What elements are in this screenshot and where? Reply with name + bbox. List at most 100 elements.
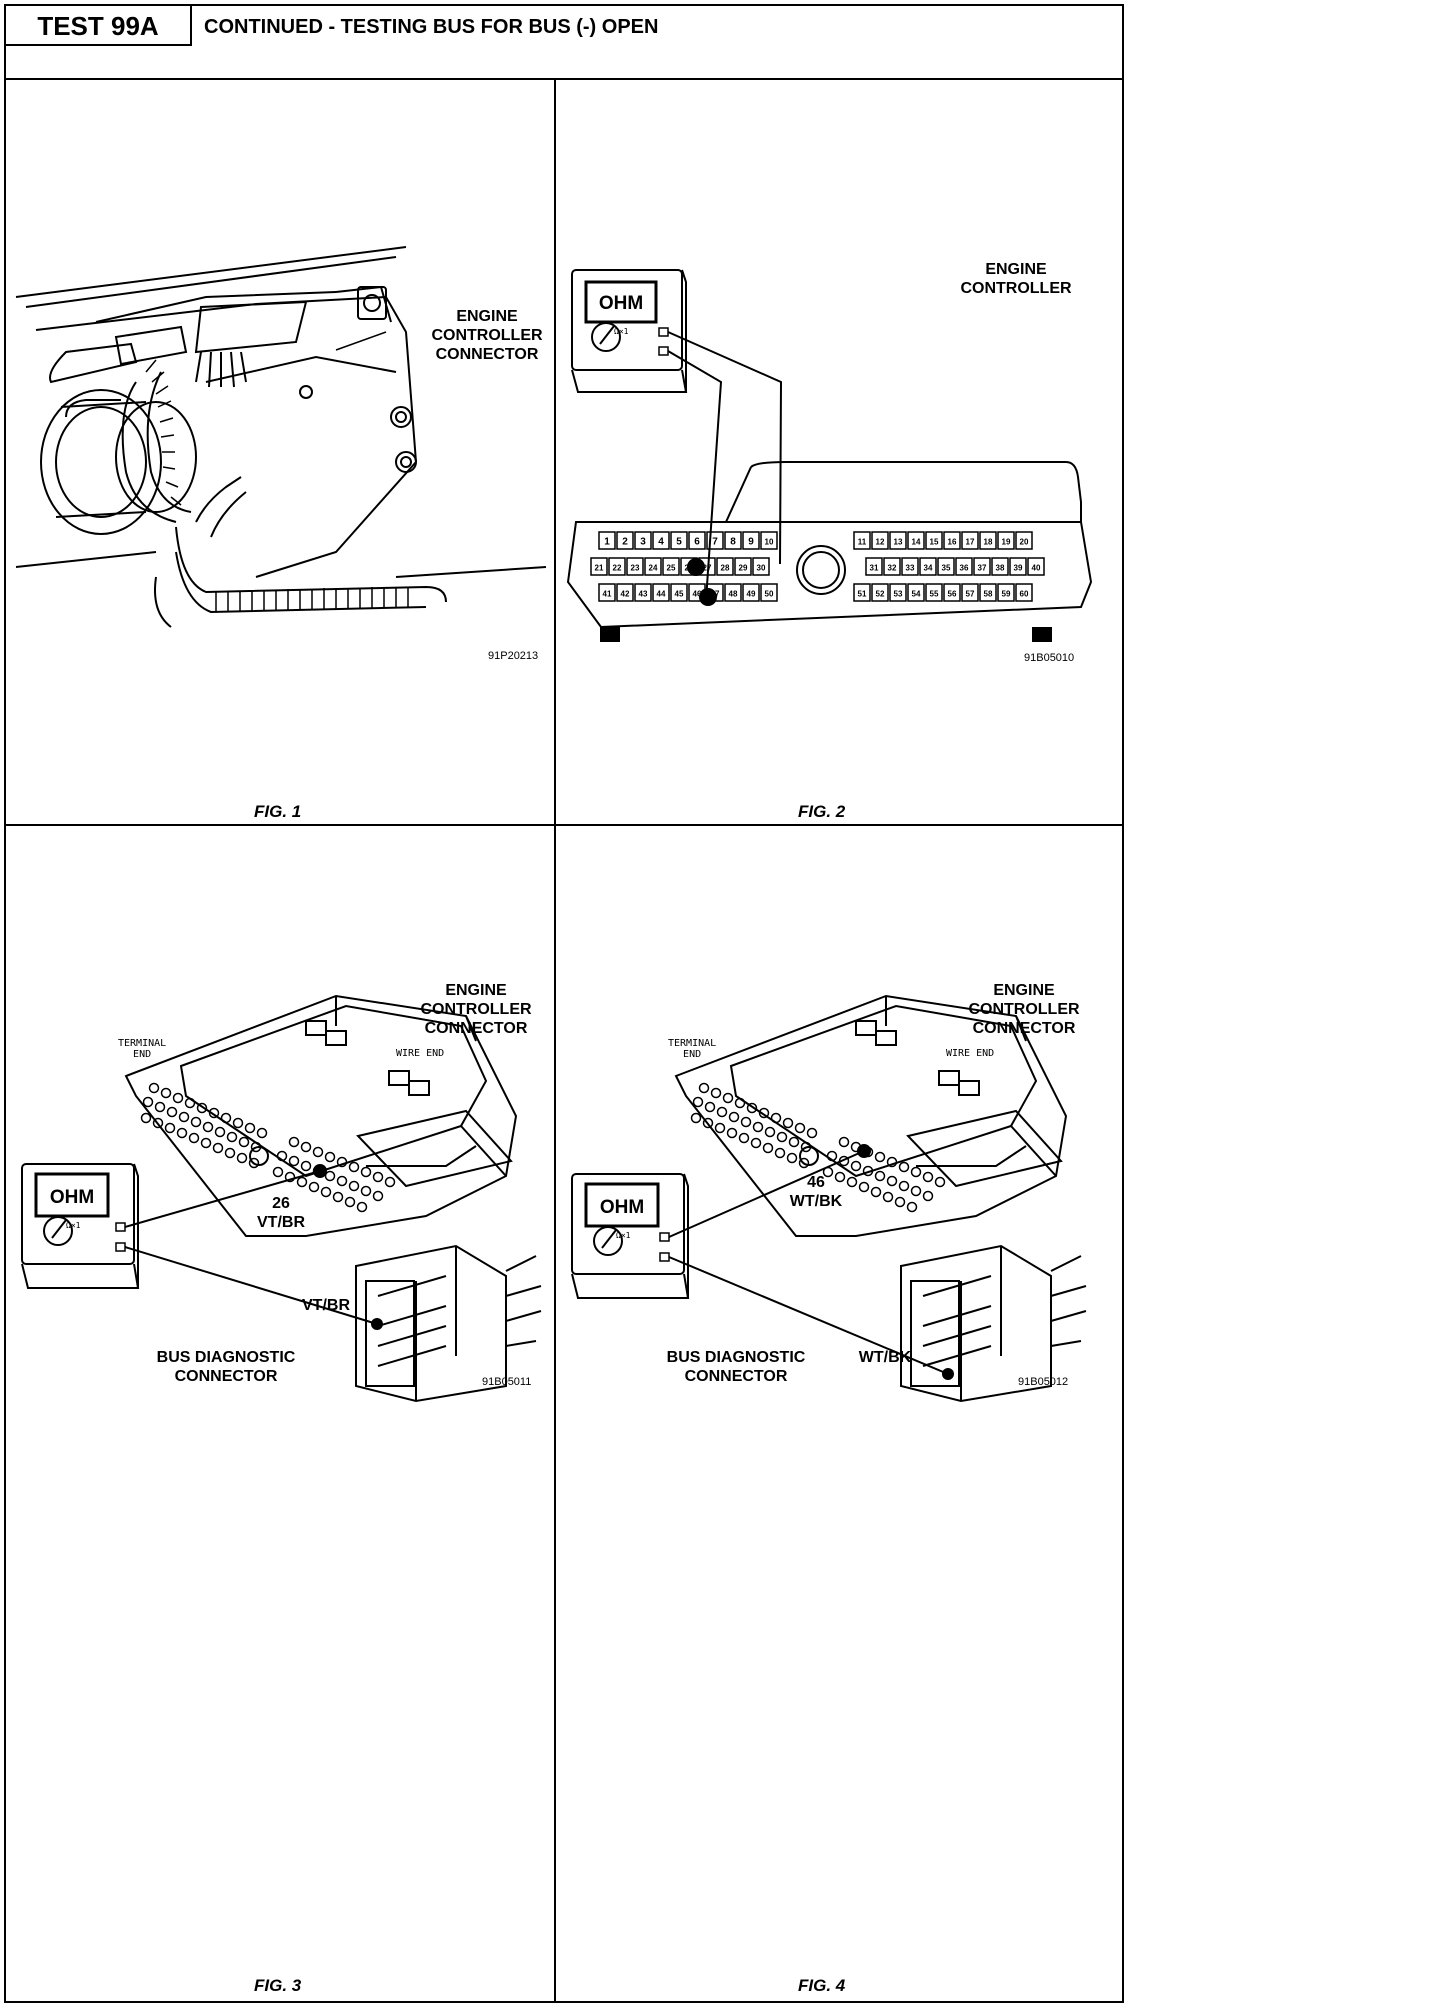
pin-3 [634,531,652,550]
pin-label-58: 58 [984,590,993,599]
fig3-figure-code: 91B05011 [482,1376,532,1388]
terminal-hole [776,1131,788,1143]
fig1-figure-code: 91P20213 [488,650,539,662]
pin-label-12: 12 [876,538,885,547]
terminal-hole [738,1132,750,1144]
terminal-hole [202,1121,214,1133]
terminal-hole [702,1117,714,1129]
terminal-hole [758,1107,770,1119]
terminal-hole [344,1196,356,1208]
terminal-hole [786,1152,798,1164]
pin-38 [991,557,1009,576]
terminal-hole [232,1117,244,1129]
pin-label-50: 50 [765,590,774,599]
fig2-meter-range: Ω×1 [614,327,629,336]
pin-label-17: 17 [966,538,975,547]
terminal-hole [324,1170,336,1182]
pin-label-4: 4 [658,537,664,548]
fig3-wire-end-label: WIRE END [396,1048,445,1059]
pin-54 [907,583,925,602]
pin-label-30: 30 [757,564,766,573]
pin-32 [883,557,901,576]
pin-35 [937,557,955,576]
header: TEST 99A CONTINUED - TESTING BUS FOR BUS… [6,6,1122,80]
pin-18 [979,531,997,550]
terminal-hole [214,1126,226,1138]
pin-1 [598,531,616,550]
terminal-hole [704,1101,716,1113]
fig4-figure-code: 91B05012 [1018,1376,1069,1388]
pin-label-44: 44 [657,590,666,599]
pin-label-42: 42 [621,590,630,599]
pin-label-28: 28 [721,564,730,573]
terminal-hole [360,1166,372,1178]
probed-pin-46 [699,588,717,606]
pin-label-52: 52 [876,590,885,599]
fig4-probe-lead-2 [668,1256,949,1375]
pin-label-15: 15 [930,538,939,547]
terminal-hole [826,1150,838,1162]
fig2-caption: FIG. 2 [798,802,846,821]
pin-label-35: 35 [942,564,951,573]
fig2-figure-code: 91B05010 [1024,652,1075,664]
pin-19 [997,531,1015,550]
terminal-hole [212,1142,224,1154]
terminal-hole [296,1176,308,1188]
fig3-probe-lead-1 [124,1170,321,1228]
fig3-pin-label: 26 VT/BR [257,1195,305,1231]
terminal-hole [764,1126,776,1138]
pin-12 [871,531,889,550]
diagram-sheet: TEST 99A CONTINUED - TESTING BUS FOR BUS… [4,4,1124,2003]
fig4-wire-label: WT/BK [858,1349,912,1366]
terminal-hole [188,1132,200,1144]
terminal-hole [184,1097,196,1109]
pin-58 [979,583,997,602]
pin-34 [919,557,937,576]
terminal-hole [224,1147,236,1159]
terminal-hole [300,1141,312,1153]
pin-label-13: 13 [894,538,903,547]
fig4-terminal-end-label: TERMINAL END [668,1038,717,1060]
pin-label-18: 18 [984,538,993,547]
pin-59 [997,583,1015,602]
terminal-hole [226,1131,238,1143]
terminal-hole [250,1141,262,1153]
engine-compartment-illustration [15,246,547,628]
fig2-controller-label: ENGINE CONTROLLER [960,261,1072,297]
terminal-hole [690,1112,702,1124]
pin-29 [734,557,752,576]
pin-17 [961,531,979,550]
pin-label-10: 10 [765,538,774,547]
terminal-hole [898,1180,910,1192]
terminal-hole [148,1082,160,1094]
pin-label-57: 57 [966,590,975,599]
terminal-hole [178,1111,190,1123]
pin-55 [925,583,943,602]
connector-pin-grid-left: 1234567891021222324252627282930414243444… [590,531,778,602]
pin-15 [925,531,943,550]
fig1-connector-label: ENGINE CONTROLLER CONNECTOR [431,308,543,363]
pin-label-5: 5 [676,537,682,548]
pin-label-49: 49 [747,590,756,599]
terminal-hole [746,1102,758,1114]
pin-6 [688,531,706,550]
terminal-hole [910,1166,922,1178]
terminal-hole [164,1122,176,1134]
pin-label-40: 40 [1032,564,1041,573]
terminal-hole [312,1146,324,1158]
terminal-hole [934,1176,946,1188]
terminal-hole [288,1136,300,1148]
pin-44 [652,583,670,602]
terminal-hole [862,1165,874,1177]
pin-52 [871,583,889,602]
terminal-hole [220,1112,232,1124]
pin-label-11: 11 [858,538,867,547]
terminal-hole [196,1102,208,1114]
pin-label-36: 36 [960,564,969,573]
pin-20 [1015,531,1033,550]
terminal-hole [372,1190,384,1202]
pin-label-34: 34 [924,564,933,573]
terminal-hole [794,1122,806,1134]
pin-label-1: 1 [604,537,610,548]
pin-24 [644,557,662,576]
